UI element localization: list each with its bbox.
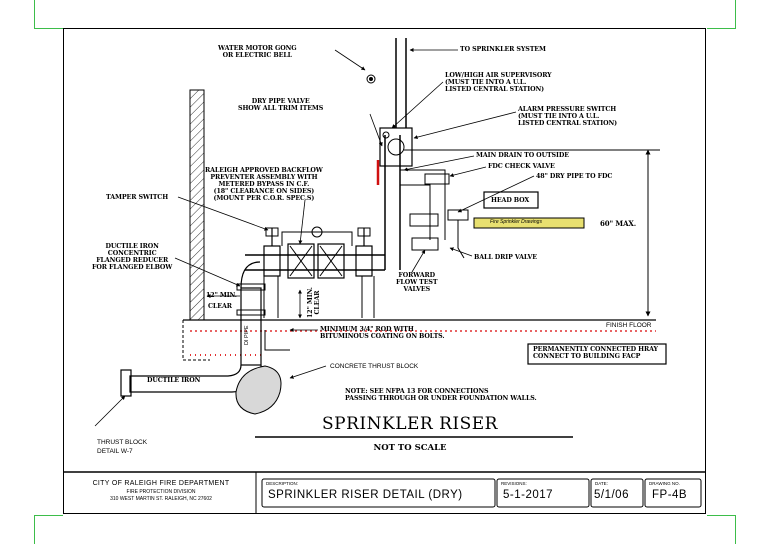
label-to-sprinkler: TO SPRINKLER SYSTEM (460, 46, 546, 53)
label-tamper-switch: TAMPER SWITCH (106, 194, 169, 201)
crop-corner-bottom-right (707, 515, 736, 544)
org-address: 310 WEST MARTIN ST. RALEIGH, NC 27602 (110, 496, 212, 502)
label-twelve-min-clear: 12" MIN. CLEAR (307, 287, 321, 318)
drawing-no-label: DRAWING NO. (649, 481, 680, 486)
label-note: NOTE: SEE NFPA 13 FOR CONNECTIONS PASSIN… (345, 388, 537, 402)
label-concrete-thrust: CONCRETE THRUST BLOCK (330, 363, 419, 370)
pipe-end-flange (120, 369, 132, 397)
revisions-label: REVISIONS: (501, 481, 527, 486)
label-head-box: HEAD BOX (491, 197, 530, 204)
label-min-rod: MINIMUM 3/4" ROD WITH BITUMINOUS COATING… (320, 326, 445, 340)
org-division: FIRE PROTECTION DIVISION (126, 489, 196, 495)
label-ductile-iron: DUCTILE IRON (147, 377, 201, 384)
title-block-lines (64, 471, 705, 513)
label-dry-pipe-fdc: 48" DRY PIPE TO FDC (536, 173, 613, 180)
label-clear: CLEAR (208, 303, 232, 310)
riser-pipe (379, 38, 469, 270)
crop-corner-bottom-left (34, 515, 63, 544)
perm-connected-box (527, 343, 667, 365)
label-dry-pipe-valve: DRY PIPE VALVE SHOW ALL TRIM ITEMS (238, 98, 324, 112)
label-twelve-min: 12" MIN. (206, 292, 237, 299)
label-ball-drip: BALL DRIP VALVE (474, 254, 537, 261)
label-main-drain: MAIN DRAIN TO OUTSIDE (476, 152, 569, 159)
description-label: DESCRIPTION: (266, 481, 299, 486)
description-value: SPRINKLER RISER DETAIL (DRY) (268, 489, 463, 501)
drawing-title: SPRINKLER RISER (322, 414, 498, 434)
di-pipe (236, 283, 266, 366)
crop-corner-top-right (707, 0, 736, 29)
drawing-no-value: FP-4B (652, 489, 688, 501)
label-forward-flow: FORWARD FLOW TEST VALVES (396, 272, 438, 293)
revisions-value: 5-1-2017 (503, 489, 554, 501)
crop-corner-top-left (34, 0, 63, 29)
label-sixty-max: 60" MAX. (600, 219, 637, 228)
label-fire-drawings: Fire Sprinkler Drawings (490, 219, 542, 225)
label-fdc-check: FDC CHECK VALVE (488, 163, 555, 170)
sixty-inch-dimension (404, 149, 660, 317)
date-label: DATE: (595, 481, 608, 486)
water-motor-gong (366, 74, 376, 84)
label-ductile-elbow: DUCTILE IRON CONCENTRIC FLANGED REDUCER … (92, 243, 173, 271)
date-value: 5/1/06 (594, 489, 629, 501)
label-alarm-pressure: ALARM PRESSURE SWITCH (MUST TIE INTO A U… (518, 106, 618, 127)
label-backflow: RALEIGH APPROVED BACKFLOW PREVENTER ASSE… (205, 167, 323, 202)
floor-slab (182, 319, 656, 361)
label-di-pipe: DI PIPE (244, 325, 250, 345)
fire-drawings-band (473, 217, 585, 229)
concrete-thrust-block (235, 365, 282, 415)
drawing-sheet (63, 28, 706, 514)
label-perm-connected: PERMANENTLY CONNECTED HRAY CONNECT TO BU… (533, 346, 658, 360)
label-water-motor-gong: WATER MOTOR GONG OR ELECTRIC BELL (218, 45, 297, 59)
backflow-assembly (240, 226, 385, 318)
label-low-high-air: LOW/HIGH AIR SUPERVISORY (MUST TIE INTO … (445, 72, 552, 93)
label-finish-floor: FINISH FLOOR (606, 322, 652, 329)
org-name: CITY OF RALEIGH FIRE DEPARTMENT (92, 480, 230, 487)
drawing-subtitle: NOT TO SCALE (373, 443, 447, 453)
building-wall (189, 89, 205, 321)
leader-lines (94, 48, 535, 427)
label-thrust-block-detail: THRUST BLOCK DETAIL W-7 (97, 439, 148, 455)
